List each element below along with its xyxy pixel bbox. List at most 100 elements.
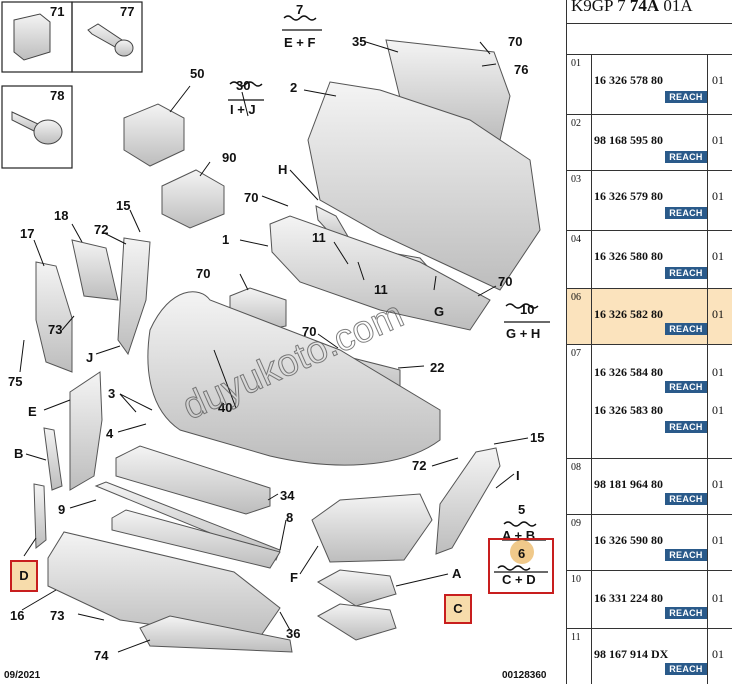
row-index: 03 (571, 174, 581, 185)
quantity: 01 (712, 73, 724, 87)
part-B-bracket (43, 427, 63, 491)
part-50-connector (123, 103, 185, 167)
callout-18: 18 (54, 208, 68, 223)
part-number: 16 326 582 80 (594, 307, 663, 321)
footer-code: 00128360 (502, 670, 547, 681)
callout-72-right: 72 (412, 458, 426, 473)
part-34-grille (115, 445, 271, 515)
table-row[interactable]: 02 98 168 595 80 01 REACH (567, 114, 732, 170)
table-row[interactable]: 01 16 326 578 80 01 REACH (567, 54, 732, 114)
part-F-fog-housing (311, 493, 433, 563)
reach-badge: REACH (665, 421, 707, 433)
table-row[interactable]: 09 16 326 590 80 01 REACH (567, 514, 732, 570)
reach-badge: REACH (665, 267, 707, 279)
inset-boxes (1, 1, 143, 169)
table-row[interactable]: 07 16 326 584 80 01 REACH 16 326 583 80 … (567, 344, 732, 458)
callout-35: 35 (352, 34, 366, 49)
part-E-panel (69, 371, 103, 491)
part-90-fuse-box (161, 169, 225, 229)
quantity: 01 (712, 307, 724, 321)
box-group-6 (488, 538, 554, 594)
leader-lines (19, 41, 529, 653)
parts-diagram: 71 77 78 50 30 I + J 7 E + F 35 70 76 2 … (1, 1, 554, 681)
part-16-undertray (47, 531, 281, 641)
row-index: 04 (571, 234, 581, 245)
exploded-view: 71 77 78 50 30 I + J 7 E + F 35 70 76 2 … (1, 1, 550, 663)
callout-E: E (28, 404, 37, 419)
callout-7-sub: E + F (284, 35, 315, 50)
quantity: 01 (712, 533, 724, 547)
callout-30-sub: I + J (230, 102, 256, 117)
quantity-alt: 01 (712, 403, 724, 417)
table-row[interactable]: 08 98 181 964 80 01 REACH (567, 458, 732, 514)
callout-3: 3 (108, 386, 115, 401)
callout-15-top: 15 (116, 198, 130, 213)
callout-77: 77 (120, 4, 134, 19)
part-17-support (35, 261, 73, 373)
callout-8: 8 (286, 510, 293, 525)
part-A-cover (317, 569, 397, 607)
group-underlines (228, 29, 550, 573)
highlight-6 (510, 540, 534, 564)
part-number: 98 168 595 80 (594, 133, 663, 147)
reach-badge: REACH (665, 323, 707, 335)
callout-10-sub: G + H (506, 326, 540, 341)
panel-title: K9GP 7 74A 01A (571, 0, 693, 15)
callout-70-b: 70 (244, 190, 258, 205)
callout-4: 4 (106, 426, 114, 441)
callout-40: 40 (218, 400, 232, 415)
row-index: 10 (571, 574, 581, 585)
table-row-highlighted[interactable]: 06 16 326 582 80 01 REACH (567, 288, 732, 344)
reach-badge: REACH (665, 663, 707, 675)
callout-71: 71 (50, 4, 64, 19)
row-index: 07 (571, 348, 581, 359)
reach-badge: REACH (665, 151, 707, 163)
callout-10: 10 (520, 302, 534, 317)
table-row[interactable]: 10 16 331 224 80 01 REACH (567, 570, 732, 628)
footer-date: 09/2021 (4, 670, 41, 681)
part-D-bracket (33, 483, 47, 550)
callout-34: 34 (280, 488, 295, 503)
part-number: 98 167 914 DX (594, 647, 669, 661)
callout-F: F (290, 570, 298, 585)
callout-75: 75 (8, 374, 22, 389)
group-tildes (229, 15, 539, 571)
callout-5: 5 (518, 502, 525, 517)
part-18-bracket (71, 239, 119, 301)
reach-badge: REACH (665, 207, 707, 219)
callout-11-left: 11 (312, 230, 326, 245)
callout-labels: 71 77 78 50 30 I + J 7 E + F 35 70 76 2 … (8, 2, 544, 663)
part-J-bracket (117, 237, 151, 356)
part-shapes (33, 39, 541, 653)
callout-78: 78 (50, 88, 64, 103)
parts-table: K9GP 7 74A 01A 01 16 326 578 80 01 REACH… (566, 0, 732, 684)
reach-badge: REACH (665, 607, 707, 619)
quantity: 01 (712, 591, 724, 605)
table-row[interactable]: 04 16 326 580 80 01 REACH (567, 230, 732, 288)
table-row[interactable]: 03 16 326 579 80 01 REACH (567, 170, 732, 230)
row-index: 01 (571, 58, 581, 69)
callout-70-c: 70 (196, 266, 210, 281)
callout-6-sub: C + D (502, 572, 536, 587)
quantity: 01 (712, 477, 724, 491)
part-I-bracket (435, 447, 501, 555)
part-number-alt: 16 326 583 80 (594, 403, 663, 417)
quantity: 01 (712, 647, 724, 661)
callout-90: 90 (222, 150, 236, 165)
callout-9: 9 (58, 502, 65, 517)
callout-2: 2 (290, 80, 297, 95)
callout-70-e: 70 (302, 324, 316, 339)
table-row[interactable]: 11 98 167 914 DX 01 REACH (567, 628, 732, 684)
callout-11-right: 11 (374, 282, 388, 297)
part-74-skid (139, 615, 293, 653)
callout-70-d: 70 (498, 274, 512, 289)
callout-A: A (452, 566, 462, 581)
part-3-bumper-main (147, 291, 441, 466)
part-number: 16 331 224 80 (594, 591, 663, 605)
inset-parts (11, 13, 134, 145)
callout-73-bottom: 73 (50, 608, 64, 623)
callout-16: 16 (10, 608, 24, 623)
callout-74: 74 (94, 648, 109, 663)
part-1-bumper-upper (269, 215, 491, 331)
part-number: 98 181 964 80 (594, 477, 663, 491)
